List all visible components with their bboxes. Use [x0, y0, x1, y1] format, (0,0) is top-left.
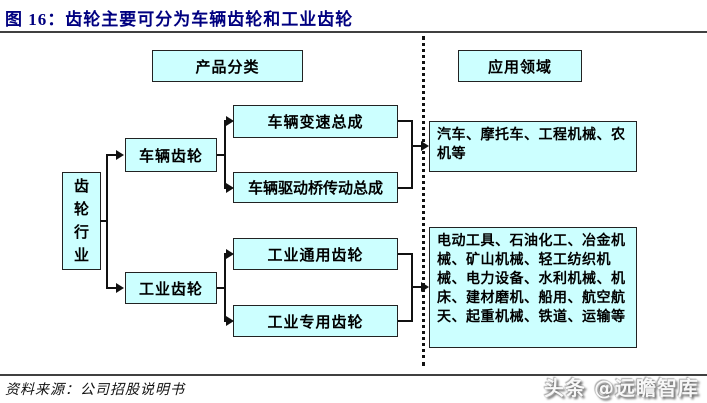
connector-line: [106, 154, 108, 289]
arrowhead-icon: [116, 283, 124, 293]
footer-divider: [0, 374, 707, 376]
source-note: 资料来源：公司招股说明书: [5, 383, 185, 398]
arrowhead-icon: [421, 141, 429, 151]
connector-line: [100, 220, 108, 222]
product-vehicle-drive-axle-assembly: 车辆驱动桥传动总成: [233, 172, 398, 203]
connector-line: [224, 253, 227, 255]
header-product-classification: 产品分类: [152, 50, 303, 82]
connector-line: [224, 253, 226, 322]
category-vehicle-gears: 车辆齿轮: [125, 138, 217, 172]
product-industrial-general-gears: 工业通用齿轮: [233, 238, 398, 270]
product-industrial-special-gears: 工业专用齿轮: [233, 305, 398, 337]
connector-line: [398, 187, 413, 189]
connector-line: [106, 154, 117, 156]
applications-vehicle: 汽车、摩托车、工程机械、农机等: [429, 121, 637, 172]
arrowhead-icon: [226, 116, 234, 126]
connector-line: [411, 286, 422, 288]
connector-line: [224, 320, 227, 322]
arrowhead-icon: [226, 249, 234, 259]
root-node-gear-industry: 齿轮行业: [62, 172, 101, 270]
connector-line: [398, 320, 413, 322]
connector-line: [217, 287, 225, 289]
arrowhead-icon: [421, 282, 429, 292]
product-vehicle-transmission-assembly: 车辆变速总成: [233, 105, 398, 138]
connector-line: [411, 120, 413, 189]
figure-title: 图 16：齿轮主要可分为车辆齿轮和工业齿轮: [5, 10, 354, 29]
connector-line: [398, 253, 413, 255]
connector-line: [217, 154, 225, 156]
connector-line: [224, 187, 227, 189]
header-application-fields: 应用领域: [458, 50, 582, 82]
title-divider: [0, 31, 707, 33]
connector-line: [398, 120, 413, 122]
applications-industrial: 电动工具、石油化工、冶金机械、矿山机械、轻工纺织机械、电力设备、水利机械、机床、…: [429, 227, 637, 348]
category-industrial-gears: 工业齿轮: [125, 272, 217, 304]
arrowhead-icon: [226, 316, 234, 326]
dotted-divider: [422, 36, 425, 366]
root-node-label: 齿轮行业: [73, 177, 89, 264]
watermark-toutiao-yuanzhan: 头条 @远瞻智库: [544, 376, 699, 400]
connector-line: [411, 145, 422, 147]
connector-line: [106, 287, 117, 289]
connector-line: [224, 120, 227, 122]
connector-line: [224, 120, 226, 189]
arrowhead-icon: [226, 183, 234, 193]
arrowhead-icon: [116, 150, 124, 160]
